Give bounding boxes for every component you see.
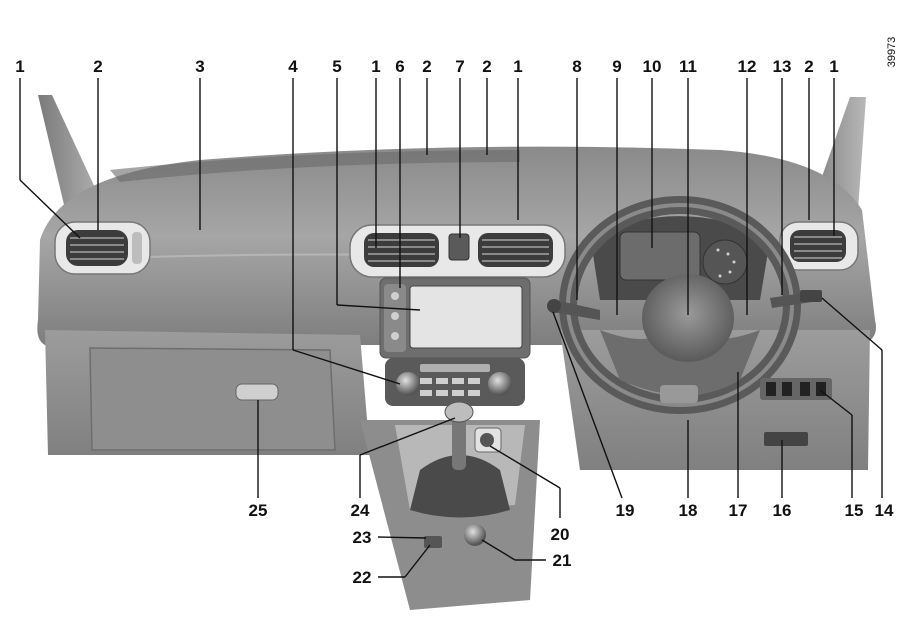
callout-label: 19 [616, 501, 635, 520]
callout-label: 3 [195, 57, 204, 76]
callout-label: 2 [804, 57, 813, 76]
leader-line [819, 389, 853, 416]
callout-label: 1 [513, 57, 522, 76]
callout-label: 8 [572, 57, 581, 76]
callout-label: 10 [643, 57, 662, 76]
leader-line [481, 539, 516, 561]
figure-reference: 39973 [886, 37, 898, 68]
lower-socket-panel [764, 432, 808, 446]
callout-label: 15 [845, 501, 864, 520]
callout-label: 25 [249, 501, 268, 520]
callout-label: 18 [679, 501, 698, 520]
gear-knob [444, 401, 474, 423]
callout-label: 2 [422, 57, 431, 76]
leader-line [359, 417, 456, 456]
leader-line [336, 304, 421, 311]
callout-label: 11 [679, 57, 697, 76]
callout-label: 17 [729, 501, 748, 520]
callout-label: 24 [351, 501, 370, 520]
leader-line [489, 445, 561, 489]
leader-line [19, 179, 81, 239]
glovebox-handle [235, 383, 279, 401]
callout-label: 14 [875, 501, 894, 520]
leader-line [404, 544, 431, 578]
centre-console [360, 401, 540, 610]
glovebox [89, 347, 336, 451]
callout-label: 1 [371, 57, 380, 76]
centre-vents-panel [349, 224, 566, 278]
instrument-panel [590, 216, 770, 300]
leader-lines [19, 78, 883, 578]
right-side-switch [800, 290, 822, 302]
lower-switch-block [760, 290, 832, 446]
gear-lever-gaiter [410, 455, 510, 518]
callout-label: 9 [612, 57, 621, 76]
callout-label: 2 [93, 57, 102, 76]
right-air-vent [779, 221, 859, 271]
callout-label: 16 [773, 501, 792, 520]
leader-line [552, 311, 623, 499]
instrument-display [619, 231, 701, 281]
callout-label: 7 [455, 57, 464, 76]
steering-wheel-hub [642, 274, 734, 362]
top-callouts: 1 2 3 4 5 1 6 2 7 2 1 8 9 10 11 12 13 2 … [15, 57, 838, 76]
leader-line [821, 297, 883, 351]
gear-lever-shaft [452, 410, 466, 470]
callout-label: 13 [773, 57, 792, 76]
callout-label: 5 [332, 57, 341, 76]
usb-socket [424, 536, 442, 548]
multimedia-screen [409, 285, 523, 349]
multimedia-panel [379, 277, 531, 359]
leader-line [292, 349, 401, 385]
callout-label: 22 [353, 568, 372, 587]
left-stalk [552, 300, 600, 320]
callout-label: 6 [395, 57, 404, 76]
climate-panel [385, 358, 525, 406]
callout-label: 4 [288, 57, 298, 76]
callout-label: 20 [551, 525, 570, 544]
selector-knob [464, 524, 486, 546]
callout-label: 1 [829, 57, 838, 76]
bottom-callouts: 25 24 23 22 21 20 19 18 17 16 15 14 [249, 501, 894, 587]
callout-label: 23 [353, 528, 372, 547]
climate-knob-left [396, 372, 420, 396]
climate-knob-right [488, 372, 512, 396]
hazard-switch [448, 233, 470, 261]
callout-label: 12 [738, 57, 757, 76]
left-air-vent [54, 221, 151, 275]
callout-label: 21 [553, 551, 572, 570]
callout-label: 1 [15, 57, 24, 76]
leader-line [377, 536, 427, 539]
callout-label: 2 [482, 57, 491, 76]
